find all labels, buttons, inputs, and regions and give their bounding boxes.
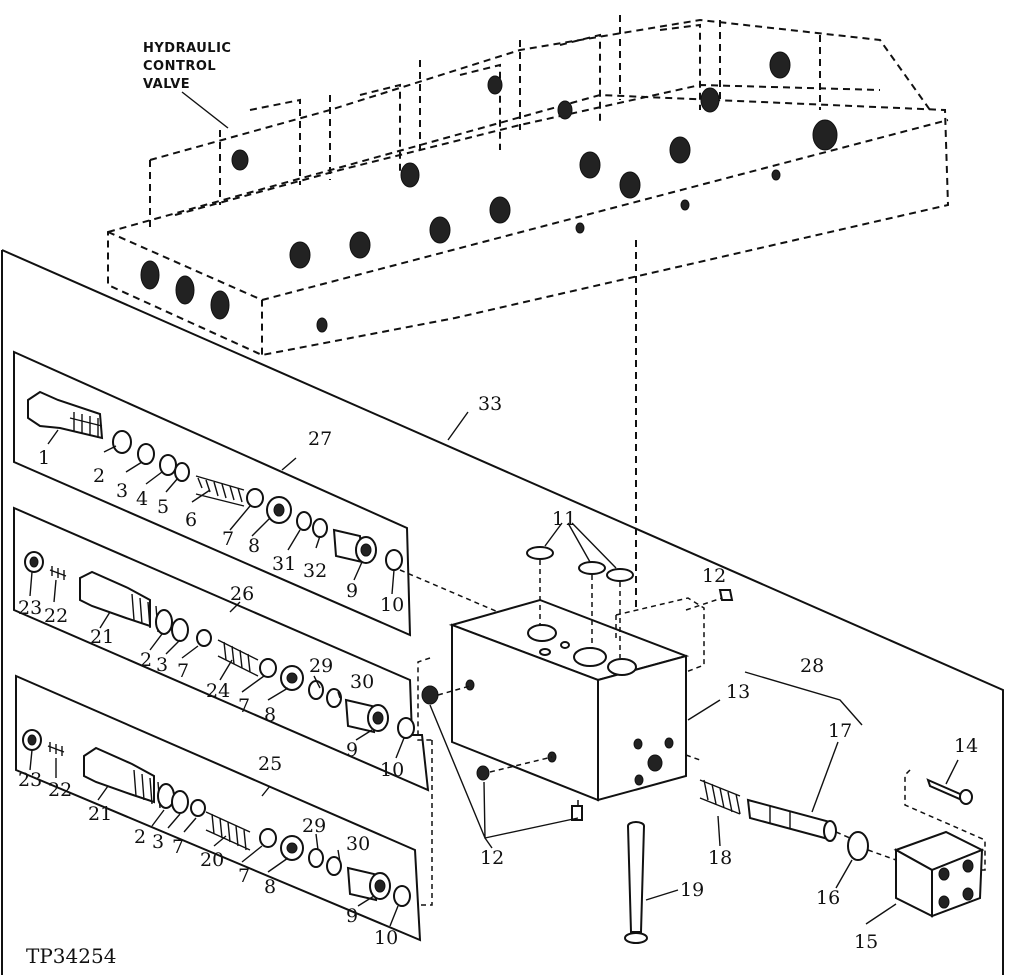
callout-3-b: 3 <box>156 654 168 676</box>
spring-18 <box>699 779 741 815</box>
oring-11c <box>606 568 634 582</box>
callout-27: 27 <box>308 428 332 450</box>
leader-14 <box>945 759 959 785</box>
callout-12-bottom: 12 <box>480 847 504 869</box>
callout-31: 31 <box>272 553 296 575</box>
callout-11: 11 <box>552 508 576 530</box>
callout-23-a: 23 <box>18 597 42 619</box>
oring-11a <box>526 546 554 560</box>
callout-28: 28 <box>800 655 824 677</box>
callout-25: 25 <box>258 753 282 775</box>
valve-extension-28 <box>615 597 705 673</box>
bracket-28 <box>744 671 863 726</box>
plug-12-low <box>571 805 583 821</box>
callout-30-b: 30 <box>346 833 370 855</box>
kit-frame-33 <box>1 249 1004 975</box>
callout-21-a: 21 <box>90 626 114 648</box>
callout-8: 8 <box>248 535 260 557</box>
panel-25 <box>15 674 422 942</box>
callout-19: 19 <box>680 879 704 901</box>
callout-30-a: 30 <box>350 671 374 693</box>
callout-22-b: 22 <box>48 779 72 801</box>
callout-21-b: 21 <box>88 803 112 825</box>
callout-23-b: 23 <box>18 769 42 791</box>
callout-10-b: 10 <box>380 759 404 781</box>
bolt-14 <box>926 778 973 805</box>
hydraulic-control-valve-phantom <box>107 15 950 357</box>
callout-2-b: 2 <box>140 649 152 671</box>
callout-9-c: 9 <box>346 905 358 927</box>
leaders <box>29 411 897 927</box>
leader-12b <box>484 837 493 849</box>
spool-17 <box>746 798 837 842</box>
plug-12-left <box>421 685 439 705</box>
callout-12-top: 12 <box>702 565 726 587</box>
callout-22-a: 22 <box>44 605 68 627</box>
callout-7-d: 7 <box>172 836 184 858</box>
callout-17: 17 <box>828 720 852 742</box>
panel-27-parts <box>27 390 403 571</box>
callout-2: 2 <box>93 465 105 487</box>
callout-7: 7 <box>222 528 234 550</box>
callout-26: 26 <box>230 583 254 605</box>
leader-17 <box>811 741 839 813</box>
callout-14: 14 <box>954 735 978 757</box>
plug-12-mid <box>476 765 490 781</box>
caption-line2: CONTROL <box>143 59 216 74</box>
caption-leader <box>181 91 229 129</box>
callout-18: 18 <box>708 847 732 869</box>
callout-13: 13 <box>726 681 750 703</box>
callout-7-c: 7 <box>238 695 250 717</box>
panel-27 <box>13 350 412 637</box>
caption-line3: VALVE <box>143 77 190 92</box>
callout-24: 24 <box>206 680 230 702</box>
callout-4: 4 <box>136 488 148 510</box>
tube-19 <box>624 821 648 944</box>
panel-26 <box>13 506 430 792</box>
caption-line1: HYDRAULIC <box>143 41 231 56</box>
callout-20: 20 <box>200 849 224 871</box>
panel-25-parts <box>22 729 411 907</box>
ring-16 <box>847 831 869 861</box>
callout-7-e: 7 <box>238 865 250 887</box>
oring-11b <box>578 561 606 575</box>
dashed-lead-26 <box>399 569 506 616</box>
callout-33: 33 <box>478 393 502 415</box>
callout-3-c: 3 <box>152 831 164 853</box>
callout-10: 10 <box>380 594 404 616</box>
callout-2-c: 2 <box>134 826 146 848</box>
leader-19 <box>645 889 679 901</box>
valve-block-13 <box>448 598 690 802</box>
leader-11 <box>544 522 617 569</box>
callout-6: 6 <box>185 509 197 531</box>
callout-16: 16 <box>816 887 840 909</box>
callout-10-c: 10 <box>374 927 398 949</box>
cover-15 <box>893 830 985 918</box>
callout-8-c: 8 <box>264 876 276 898</box>
plug-12-top <box>718 589 734 601</box>
callout-1: 1 <box>38 447 50 469</box>
callout-29-a: 29 <box>309 655 333 677</box>
dashed-bracket-14 <box>904 769 986 871</box>
callout-8-b: 8 <box>264 704 276 726</box>
callout-7-b: 7 <box>177 660 189 682</box>
callout-9-b: 9 <box>346 739 358 761</box>
bracket-dashed-left <box>417 657 433 906</box>
callout-9: 9 <box>346 580 358 602</box>
figure-code: TP34254 <box>26 944 116 968</box>
callout-3: 3 <box>116 480 128 502</box>
callout-5: 5 <box>157 496 169 518</box>
callout-15: 15 <box>854 931 878 953</box>
callout-32: 32 <box>303 560 327 582</box>
panel-26-parts <box>24 551 415 739</box>
callout-29-b: 29 <box>302 815 326 837</box>
